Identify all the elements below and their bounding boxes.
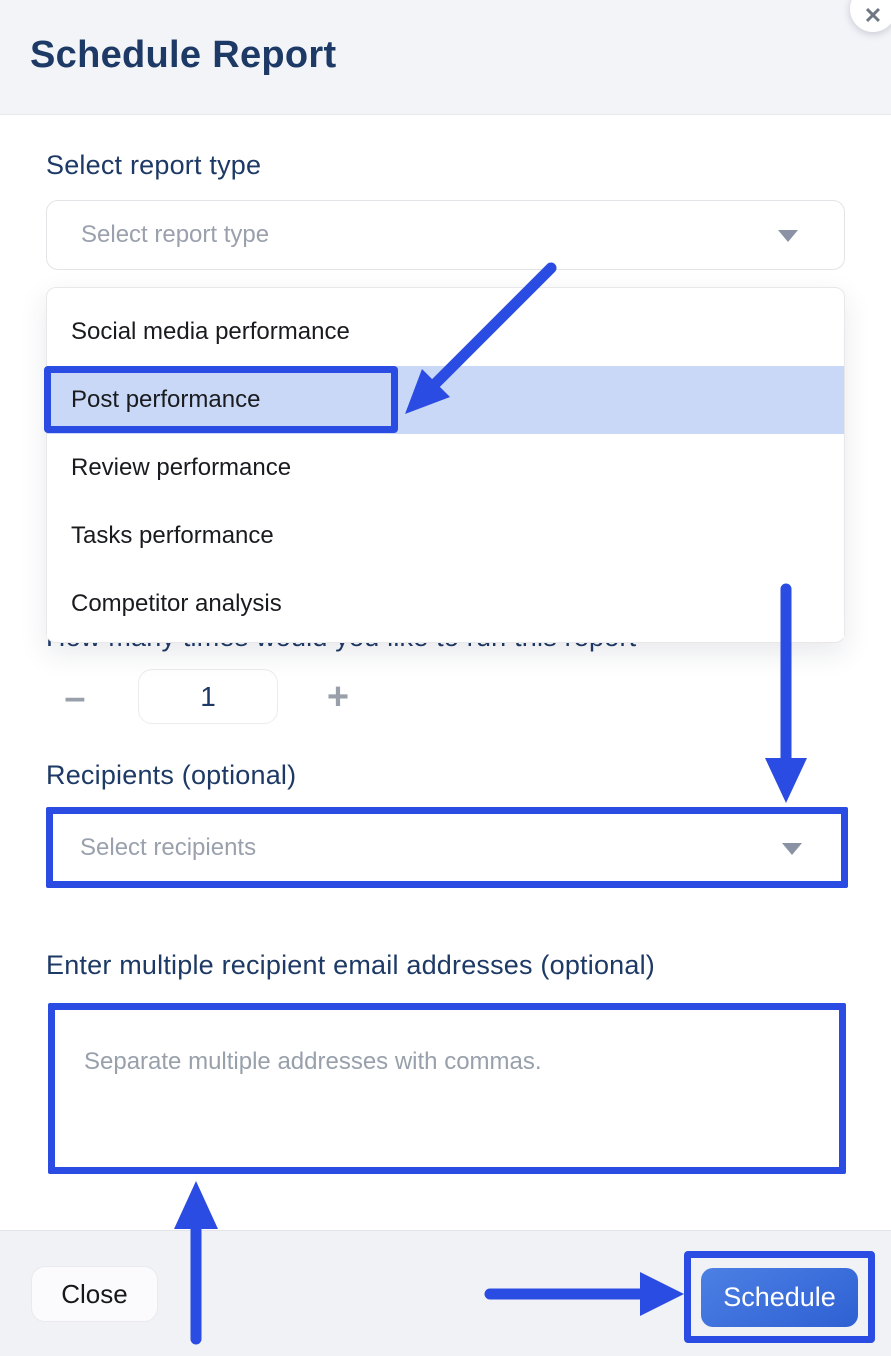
emails-textarea[interactable]	[48, 1003, 846, 1174]
increment-button[interactable]: +	[318, 677, 358, 717]
report-type-label: Select report type	[46, 150, 262, 180]
annotation-box-schedule: Schedule	[684, 1251, 875, 1343]
report-type-dropdown: Social media performance Post performanc…	[46, 287, 845, 643]
minus-icon: –	[64, 677, 86, 719]
plus-icon: +	[326, 676, 350, 718]
report-type-select[interactable]: Select report type	[46, 200, 845, 270]
dropdown-option-review[interactable]: Review performance	[47, 434, 844, 502]
dropdown-option-competitor[interactable]: Competitor analysis	[47, 570, 844, 638]
modal-header: Schedule Report	[0, 0, 891, 115]
report-type-placeholder: Select report type	[81, 221, 270, 248]
dropdown-option-social-media[interactable]: Social media performance	[47, 298, 844, 366]
page-title: Schedule Report	[30, 34, 337, 76]
decrement-button[interactable]: –	[55, 678, 95, 718]
run-count-input[interactable]	[138, 669, 278, 724]
schedule-button[interactable]: Schedule	[701, 1267, 858, 1327]
recipients-placeholder: Select recipients	[80, 833, 257, 861]
close-button[interactable]: Close	[31, 1266, 158, 1322]
chevron-down-icon	[782, 842, 802, 855]
close-icon: ✕	[863, 3, 883, 28]
recipients-label: Recipients (optional)	[46, 760, 297, 790]
recipients-select[interactable]: Select recipients	[46, 807, 848, 888]
annotation-box-post-performance	[44, 366, 398, 433]
chevron-down-icon	[778, 230, 798, 242]
dropdown-option-tasks[interactable]: Tasks performance	[47, 502, 844, 570]
emails-label: Enter multiple recipient email addresses…	[46, 950, 655, 980]
